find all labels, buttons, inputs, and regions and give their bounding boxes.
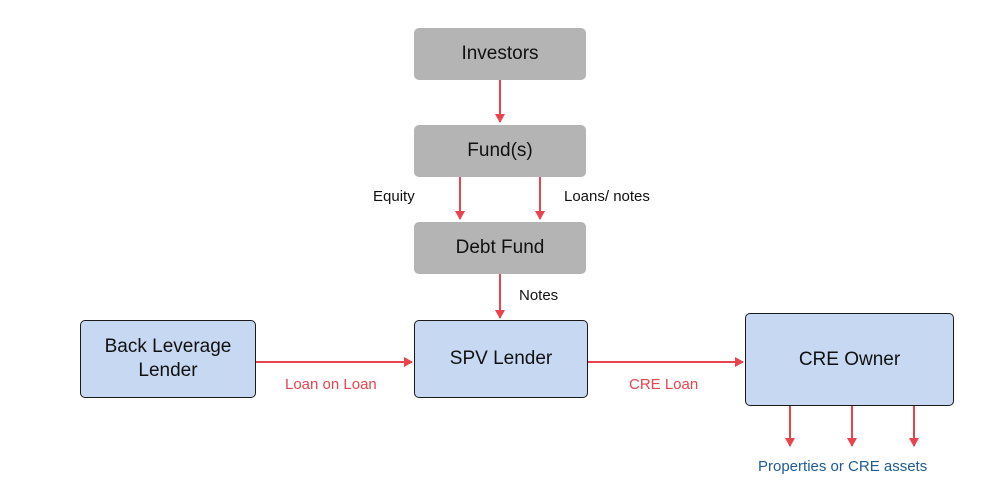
funds-label: Fund(s) xyxy=(467,140,533,161)
funds-box: Fund(s) xyxy=(414,125,586,177)
properties-label: Properties or CRE assets xyxy=(758,458,928,475)
notes-label: Notes xyxy=(519,287,559,304)
investors-label: Investors xyxy=(461,43,539,64)
debt-fund-label: Debt Fund xyxy=(455,237,545,258)
spv-lender-label: SPV Lender xyxy=(449,348,553,369)
back-leverage-lender-label: Back Leverage Lender xyxy=(104,336,232,381)
cre-loan-label: CRE Loan xyxy=(629,376,699,393)
equity-label: Equity xyxy=(373,188,415,205)
loan-on-loan-label: Loan on Loan xyxy=(285,376,377,393)
cre-owner-label: CRE Owner xyxy=(798,348,901,370)
cre-owner-box: CRE Owner xyxy=(745,313,954,406)
debt-fund-box: Debt Fund xyxy=(414,222,586,274)
loans-notes-label: Loans/ notes xyxy=(564,188,650,205)
back-leverage-lender-box: Back Leverage Lender xyxy=(80,320,256,398)
spv-lender-box: SPV Lender xyxy=(414,320,588,398)
investors-box: Investors xyxy=(414,28,586,80)
